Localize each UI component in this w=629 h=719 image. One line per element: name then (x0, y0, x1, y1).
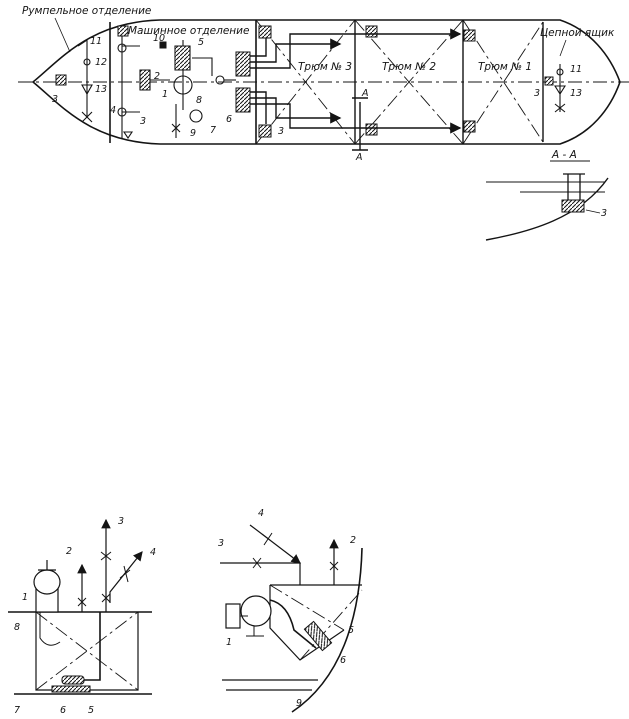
section-aa: А - А 3 (485, 149, 609, 241)
number-label: 9 (296, 698, 302, 709)
number-label: 12 (95, 57, 107, 68)
number-label: 3 (534, 88, 540, 99)
engine-piping (117, 36, 236, 139)
strainer (61, 675, 85, 685)
number-label: 5 (88, 705, 94, 716)
steering-piping (77, 39, 93, 123)
number-label: 11 (570, 64, 582, 75)
number-label: 1 (162, 89, 168, 100)
pump-body (225, 603, 241, 629)
number-label: 1 (226, 637, 232, 648)
number-label: 4 (258, 508, 264, 519)
number-label: 5 (348, 625, 354, 636)
suction-lines (250, 28, 462, 134)
label-chain-locker: Цепной ящик (540, 27, 615, 39)
manifolds (235, 51, 251, 113)
section-mark-bottom: А (355, 152, 363, 163)
section-mark (352, 97, 368, 151)
number-label: 1 (22, 592, 28, 603)
plan-numbers: 11 12 3 13 10 5 2 1 8 4 3 6 9 7 3 3 11 1… (52, 33, 582, 139)
number-label: 4 (150, 547, 156, 558)
number-label: 8 (14, 622, 20, 633)
bilge-well (463, 29, 476, 42)
section-title: А - А (551, 149, 577, 161)
detail-right: 1 2 3 4 5 6 9 (218, 508, 363, 713)
bilge-well (463, 120, 476, 133)
manifold-upper (235, 51, 251, 77)
manifold-lower (235, 87, 251, 113)
number-label: 10 (153, 33, 165, 44)
label-engine: Машинное отделение (128, 25, 249, 37)
bilge-wells (55, 25, 554, 138)
number-label: 3 (52, 94, 58, 105)
number-label: 6 (226, 114, 232, 125)
detail-right-hull (291, 547, 363, 713)
number-label: 2 (350, 535, 356, 546)
number-label: 8 (196, 95, 202, 106)
ship-plan: Румпельное отделение Машинное отделение … (18, 5, 629, 163)
number-label: 3 (140, 116, 146, 127)
bilge-well (365, 25, 378, 38)
number-label: 9 (190, 128, 196, 139)
label-hold1: Трюм № 1 (478, 61, 532, 73)
bilge-well (258, 25, 272, 39)
section-well (561, 199, 585, 213)
chain-locker-piping (554, 64, 566, 113)
number-label: 13 (95, 84, 107, 95)
bilge-well (544, 76, 554, 86)
number-label: 3 (601, 208, 607, 219)
number-label: 6 (340, 655, 346, 666)
bilge-well (117, 25, 129, 37)
section-mark-top: А (361, 88, 369, 99)
number-label: 3 (218, 538, 224, 549)
number-label: 3 (118, 516, 124, 527)
number-label: 5 (198, 37, 204, 48)
bilge-well (258, 124, 272, 138)
label-hold2: Трюм № 2 (382, 61, 436, 73)
pump-motor (240, 595, 272, 627)
number-label: 2 (154, 71, 160, 82)
pump-motor (33, 569, 61, 595)
number-label: 7 (210, 125, 216, 136)
detail-right-well (269, 584, 362, 661)
label-hold3: Трюм № 3 (298, 61, 352, 73)
bilge-well (365, 123, 378, 136)
number-label: 2 (66, 546, 72, 557)
number-label: 13 (570, 88, 582, 99)
number-label: 7 (14, 705, 20, 716)
bilge-well (55, 74, 67, 86)
number-label: 11 (90, 36, 102, 47)
section-hull (485, 177, 609, 241)
number-label: 6 (60, 705, 66, 716)
number-label: 4 (110, 105, 116, 116)
label-steering: Румпельное отделение (22, 5, 151, 17)
detail-left: 1 2 3 4 5 6 7 8 (8, 516, 156, 716)
number-label: 3 (278, 126, 284, 137)
bilge-well (159, 41, 167, 49)
strainer (303, 620, 333, 652)
